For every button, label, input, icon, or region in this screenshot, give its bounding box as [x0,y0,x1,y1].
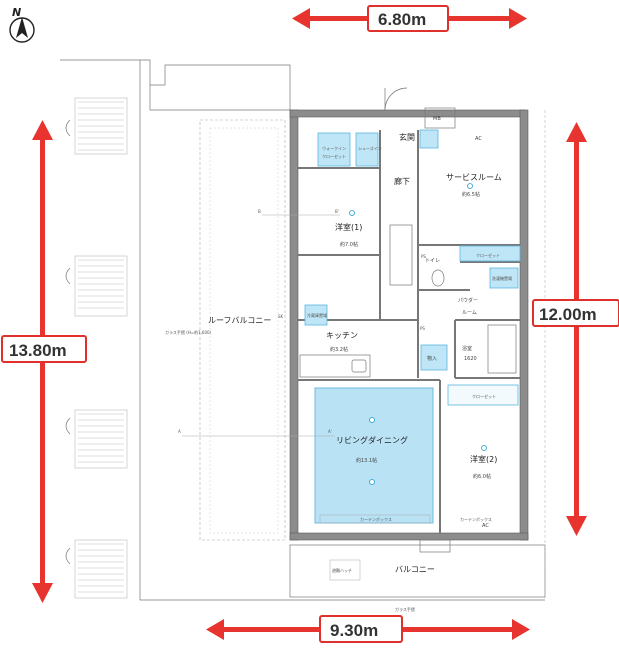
compass-label: N [12,6,21,19]
kitchen-size: 約3.2帖 [330,346,348,353]
service-room: サービスルーム 約6.5帖 クローゼット [446,173,521,262]
shoe-storage-label: シューズイン [358,145,382,151]
balcony: 避難ハッチ バルコニー ガラス手摺 [289,539,546,612]
hallway: 廊下 [389,176,413,286]
roof-balcony-label: ルーフバルコニー [208,316,271,325]
fence-label: 避難ハッチ [332,567,352,573]
bedroom2-size: 約6.0帖 [473,473,491,480]
bath-label: 浴室 [462,345,472,352]
dimension-bottom-label: 9.30m [330,621,378,640]
walkin-closet: ウォークイン クローゼット シューズイン [317,132,382,167]
curtain-box-2: カーテンボックス [460,516,492,522]
bedroom1-label: 洋室(1) [335,222,362,232]
section-a-prime: A' [328,429,332,434]
closet-label-1: クローゼット [476,252,500,258]
walkin-label-2: クローゼット [322,153,346,159]
dimension-left-label: 13.80m [9,341,67,360]
glass-rail-label: ガラス手摺 [395,606,415,612]
kitchen: 冷蔵庫置場 キッチン 約3.2帖 SK [278,304,371,378]
walkin-label-1: ウォークイン [322,145,346,151]
closet-label-2: クローゼット [472,393,496,399]
service-room-label: サービスルーム [446,173,502,182]
bath-size: 1620 [464,356,477,362]
bedroom-1: 洋室(1) 約7.0帖 B B' [258,209,362,248]
storage-label: 物入 [427,355,437,362]
toilet-powder: トイレ 洗濯機置場 パウダー ルーム PS [421,254,519,316]
curtain-box-1: カーテンボックス [360,516,392,522]
glass-rail-note: ガラス手摺 (H=約1,600) [165,329,212,335]
bedroom1-size: 約7.0帖 [340,241,358,248]
living-dining: リビングダイニング 約13.1帖 A A' カーテンボックス [178,387,434,524]
toilet-label: トイレ [425,258,440,264]
ps-label-1: PS [421,254,426,259]
sk-label: SK [278,314,284,319]
dimension-bottom: 9.30m [206,615,530,643]
fridge-label: 冷蔵庫置場 [307,312,327,318]
dimension-right: 12.00m [532,122,619,536]
powder-label-2: ルーム [462,310,477,316]
section-b-prime: B' [335,209,339,214]
hall-label: 廊下 [394,176,410,186]
compass: N [9,6,35,43]
dimension-top-label: 6.80m [378,10,426,29]
entrance: 玄関 AC [399,129,482,149]
laundry-label: 洗濯機置場 [492,275,512,281]
ac-label-2: AC [482,523,489,529]
living-size: 約13.1帖 [356,457,377,464]
dimension-right-label: 12.00m [539,305,597,324]
bathroom: 浴室 1620 [462,324,517,374]
dimension-left: 13.80m [1,120,87,603]
storage: 物入 PS [420,326,448,371]
bedroom2-label: 洋室(2) [470,454,497,464]
mb-label: MB [433,116,441,122]
service-room-size: 約6.5帖 [462,191,480,198]
kitchen-label: キッチン [326,331,358,340]
ac-label-1: AC [475,136,482,142]
bedroom-2: クローゼット 洋室(2) 約6.0帖 AC カーテンボックス [447,384,519,529]
section-b: B [258,209,261,214]
section-a: A [178,429,181,434]
living-label: リビングダイニング [336,435,408,445]
entrance-label: 玄関 [399,132,415,142]
powder-label-1: パウダー [458,297,478,304]
balcony-label: バルコニー [395,565,435,574]
exterior-structure: ルーフバルコニー ガラス手摺 (H=約1,600) [60,59,291,601]
apartment-walls: MB [289,87,529,541]
ps-label-2: PS [420,326,425,331]
dimension-top: 6.80m [292,5,527,32]
